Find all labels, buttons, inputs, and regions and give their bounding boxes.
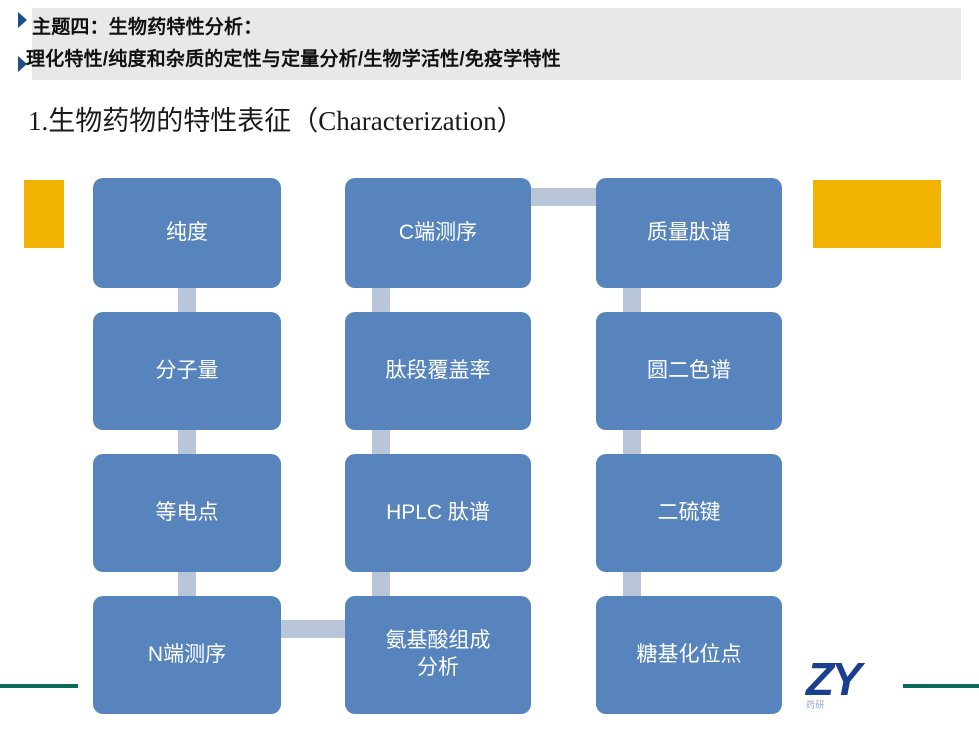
- connector-v-c2-r2-r3: [372, 430, 390, 454]
- footer-logo-text: ZY: [806, 653, 862, 705]
- connector-v-c1-r3-r4: [178, 572, 196, 596]
- flow-node-molecular-weight[interactable]: 分子量: [93, 312, 281, 430]
- flow-node-c-terminal-sequencing[interactable]: C端测序: [345, 178, 531, 288]
- flow-node-peptide-coverage[interactable]: 肽段覆盖率: [345, 312, 531, 430]
- connector-v-c1-r1-r2: [178, 288, 196, 312]
- connector-v-c2-r1-r2: [372, 288, 390, 312]
- connector-v-c3-r1-r2: [623, 288, 641, 312]
- connector-v-c2-r3-r4: [372, 572, 390, 596]
- footer-rule-left: [0, 684, 78, 688]
- connector-v-c3-r2-r3: [623, 430, 641, 454]
- flow-node-amino-acid-composition-line1: 氨基酸组成: [385, 629, 491, 653]
- header-marker-icon: [18, 8, 32, 80]
- flow-node-mass-peptide-map[interactable]: 质量肽谱: [596, 178, 782, 288]
- flow-node-amino-acid-composition-line2: 分析: [417, 656, 459, 679]
- page-title: 1.生物药物的特性表征（Characterization）: [28, 106, 524, 136]
- connector-v-c1-r2-r3: [178, 430, 196, 454]
- flow-node-amino-acid-composition[interactable]: 氨基酸组成 分析: [345, 596, 531, 714]
- footer-logo: ZY 药研: [800, 652, 910, 714]
- decor-block-left: [24, 180, 64, 248]
- flow-node-n-terminal-sequencing[interactable]: N端测序: [93, 596, 281, 714]
- connector-v-c3-r3-r4: [623, 572, 641, 596]
- connector-h-c1r4-c2r4: [277, 620, 345, 638]
- header-title-line1: 主题四：生物药特性分析：: [32, 17, 263, 38]
- flow-node-purity[interactable]: 纯度: [93, 178, 281, 288]
- connector-h-c2r1-c3r1: [530, 188, 600, 206]
- slide-header-band: [18, 8, 961, 80]
- footer-rule-right: [903, 684, 979, 688]
- flow-node-glycosylation-site[interactable]: 糖基化位点: [596, 596, 782, 714]
- decor-block-right: [813, 180, 941, 248]
- flow-node-isoelectric-point[interactable]: 等电点: [93, 454, 281, 572]
- footer-logo-subtext: 药研: [806, 700, 826, 710]
- flow-node-disulfide-bond[interactable]: 二硫键: [596, 454, 782, 572]
- flow-node-hplc-peptide-map[interactable]: HPLC 肽谱: [345, 454, 531, 572]
- header-title-line2: 理化特性/纯度和杂质的定性与定量分析/生物学活性/免疫学特性: [26, 49, 561, 70]
- flow-node-circular-dichroism[interactable]: 圆二色谱: [596, 312, 782, 430]
